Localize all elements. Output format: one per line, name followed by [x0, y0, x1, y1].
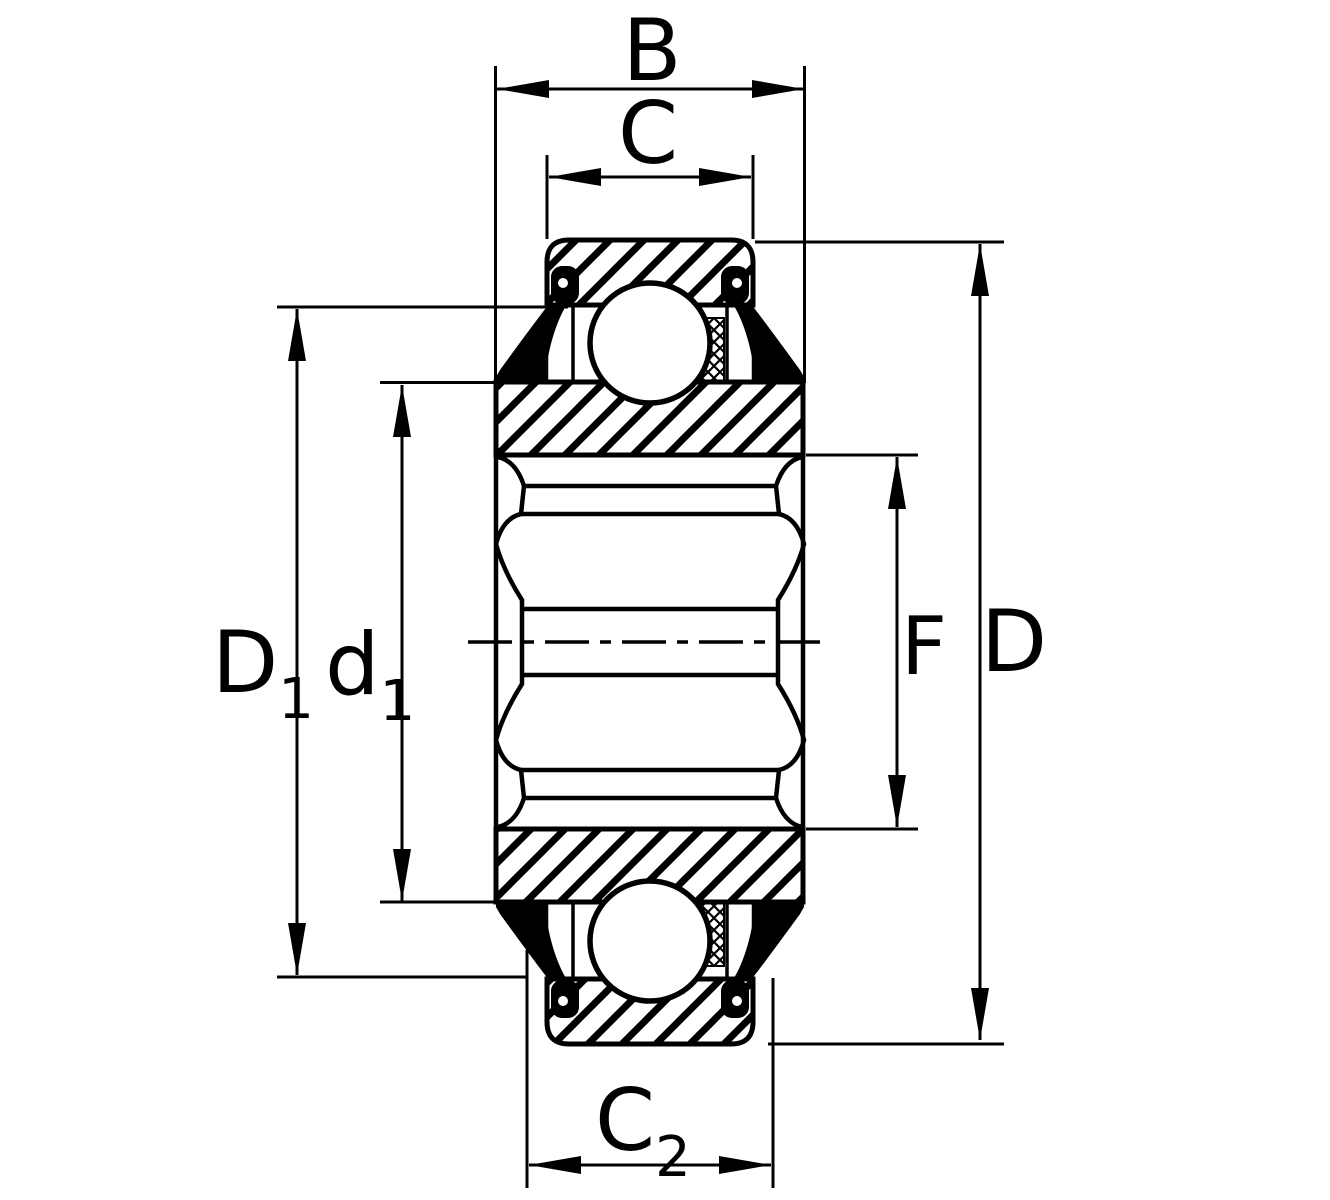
dim-D [755, 240, 1004, 1046]
arrowhead [393, 385, 411, 437]
arrowhead [699, 168, 751, 186]
arrowhead [971, 244, 989, 296]
seal-spring-hole [558, 278, 568, 288]
arrowhead [971, 988, 989, 1040]
seal-spring-hole [558, 996, 568, 1006]
arrowhead [288, 309, 306, 361]
arrowhead [719, 1156, 771, 1174]
outer-ring-top [544, 237, 756, 308]
label-d1-base: d [325, 615, 380, 715]
dim-d1 [380, 381, 497, 904]
label-C2: C2 [595, 1071, 691, 1190]
seal-spring-hole [732, 278, 742, 288]
arrowhead [288, 923, 306, 975]
seal-wedge [723, 903, 804, 980]
label-B: B [623, 1, 682, 101]
dim-B [494, 66, 806, 383]
bore-profile [493, 452, 807, 832]
ball-top [587, 280, 713, 406]
label-D1-base: D [212, 613, 278, 713]
dim-C [545, 155, 755, 239]
label-D: D [981, 592, 1047, 692]
seal-top-right [721, 266, 804, 381]
arrowhead [529, 1156, 581, 1174]
seal-top-left [496, 266, 579, 381]
arrowhead [497, 80, 549, 98]
seal-spring-hole [732, 996, 742, 1006]
dim-D1 [277, 305, 568, 979]
label-D1: D1 [212, 613, 314, 732]
bearing-body [493, 237, 807, 1047]
arrowhead [752, 80, 804, 98]
dimension-labels: B C C2 D1 d1 F D [212, 1, 1047, 1190]
bore-right-contour [773, 454, 807, 830]
label-D1-subscript: 1 [278, 667, 314, 732]
dimension-lines [277, 66, 1004, 1188]
seal-wedge [723, 304, 804, 381]
label-C2-subscript: 2 [655, 1125, 691, 1190]
outer-ring-bottom [544, 976, 756, 1047]
label-d1: d1 [325, 615, 415, 734]
label-d1-subscript: 1 [380, 669, 416, 734]
arrowhead [393, 849, 411, 901]
arrowhead [888, 775, 906, 827]
dim-C2 [525, 950, 775, 1188]
dim-F [806, 453, 918, 831]
ball-bottom [587, 878, 713, 1004]
seal-wedge [496, 304, 577, 381]
arrowhead [549, 168, 601, 186]
seal-wedge [496, 903, 577, 980]
bore-left-contour [493, 454, 527, 830]
seal-bottom-right [721, 903, 804, 1018]
label-C: C [618, 84, 678, 184]
seal-bottom-left [496, 903, 579, 1018]
label-C2-base: C [595, 1071, 655, 1171]
arrowhead [888, 457, 906, 509]
label-F: F [901, 600, 947, 693]
